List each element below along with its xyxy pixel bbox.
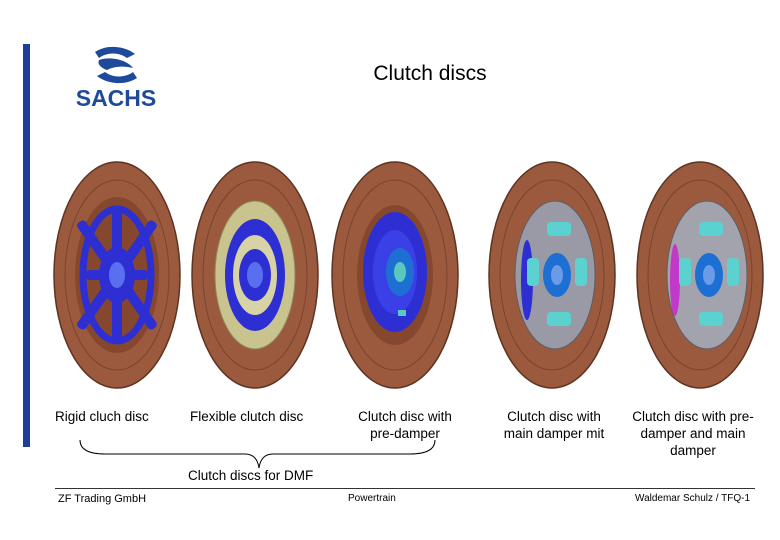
group-brace [75, 438, 440, 472]
footer-author: Waldemar Schulz / TFQ-1 [635, 493, 751, 504]
disc-label-pre-and-main-damper: Clutch disc with pre- damper and main da… [632, 409, 754, 458]
rigid-clutch-disc-image [52, 160, 182, 390]
footer-divider [55, 488, 755, 489]
footer-company: ZF Trading GmbH [58, 493, 147, 505]
disc-label-rigid: Rigid cluch disc [55, 409, 149, 424]
pre-damper-clutch-disc-image [330, 160, 460, 390]
group-label: Clutch discs for DMF [188, 468, 314, 483]
disc-label-main-damper: Clutch disc with main damper mit [503, 409, 605, 441]
sachs-logo: SACHS [55, 44, 177, 108]
flexible-clutch-disc-image [190, 160, 320, 390]
main-damper-clutch-disc-image [487, 160, 617, 390]
pre-and-main-damper-clutch-disc-image [635, 160, 765, 390]
page-title: Clutch discs [373, 62, 487, 85]
accent-bar [23, 44, 30, 447]
disc-label-pre-damper: Clutch disc with pre-damper [358, 409, 452, 441]
disc-label-flexible: Flexible clutch disc [190, 409, 304, 424]
logo-text: SACHS [76, 85, 157, 108]
footer-section: Powertrain [348, 493, 396, 504]
